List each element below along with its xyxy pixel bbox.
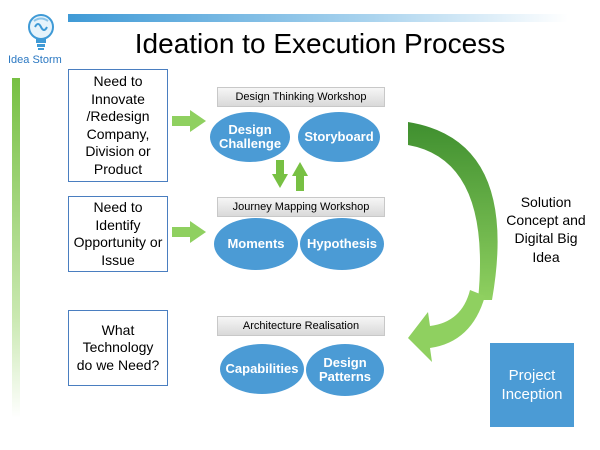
arrow-down-icon — [272, 160, 288, 188]
logo-label: Idea Storm — [8, 54, 62, 66]
stage-design-thinking: Design Thinking Workshop — [217, 87, 385, 107]
oval-design-challenge: Design Challenge — [210, 112, 290, 162]
stage-journey-mapping: Journey Mapping Workshop — [217, 197, 385, 217]
input-box-innovate: Need to Innovate /Redesign Company, Divi… — [68, 69, 168, 182]
oval-storyboard: Storyboard — [298, 112, 380, 162]
project-inception-box: Project Inception — [490, 343, 574, 427]
header-gradient-bar — [68, 14, 568, 22]
page-title: Ideation to Execution Process — [134, 28, 506, 59]
oval-moments: Moments — [214, 218, 298, 270]
arrow-input-1-icon — [172, 110, 206, 132]
curved-arrow-icon — [408, 122, 498, 362]
stage-architecture: Architecture Realisation — [217, 316, 385, 336]
input-box-opportunity: Need to Identify Opportunity or Issue — [68, 196, 168, 272]
arrow-input-2-icon — [172, 221, 206, 243]
input-box-technology: What Technology do we Need? — [68, 310, 168, 386]
oval-hypothesis: Hypothesis — [300, 218, 384, 270]
lightbulb-brain-icon — [24, 12, 58, 54]
arrow-up-icon — [292, 162, 308, 191]
oval-capabilities: Capabilities — [220, 344, 304, 394]
outcome-text: Solution Concept and Digital Big Idea — [506, 194, 586, 265]
side-gradient-bar — [12, 78, 20, 418]
oval-design-patterns: Design Patterns — [306, 344, 384, 396]
